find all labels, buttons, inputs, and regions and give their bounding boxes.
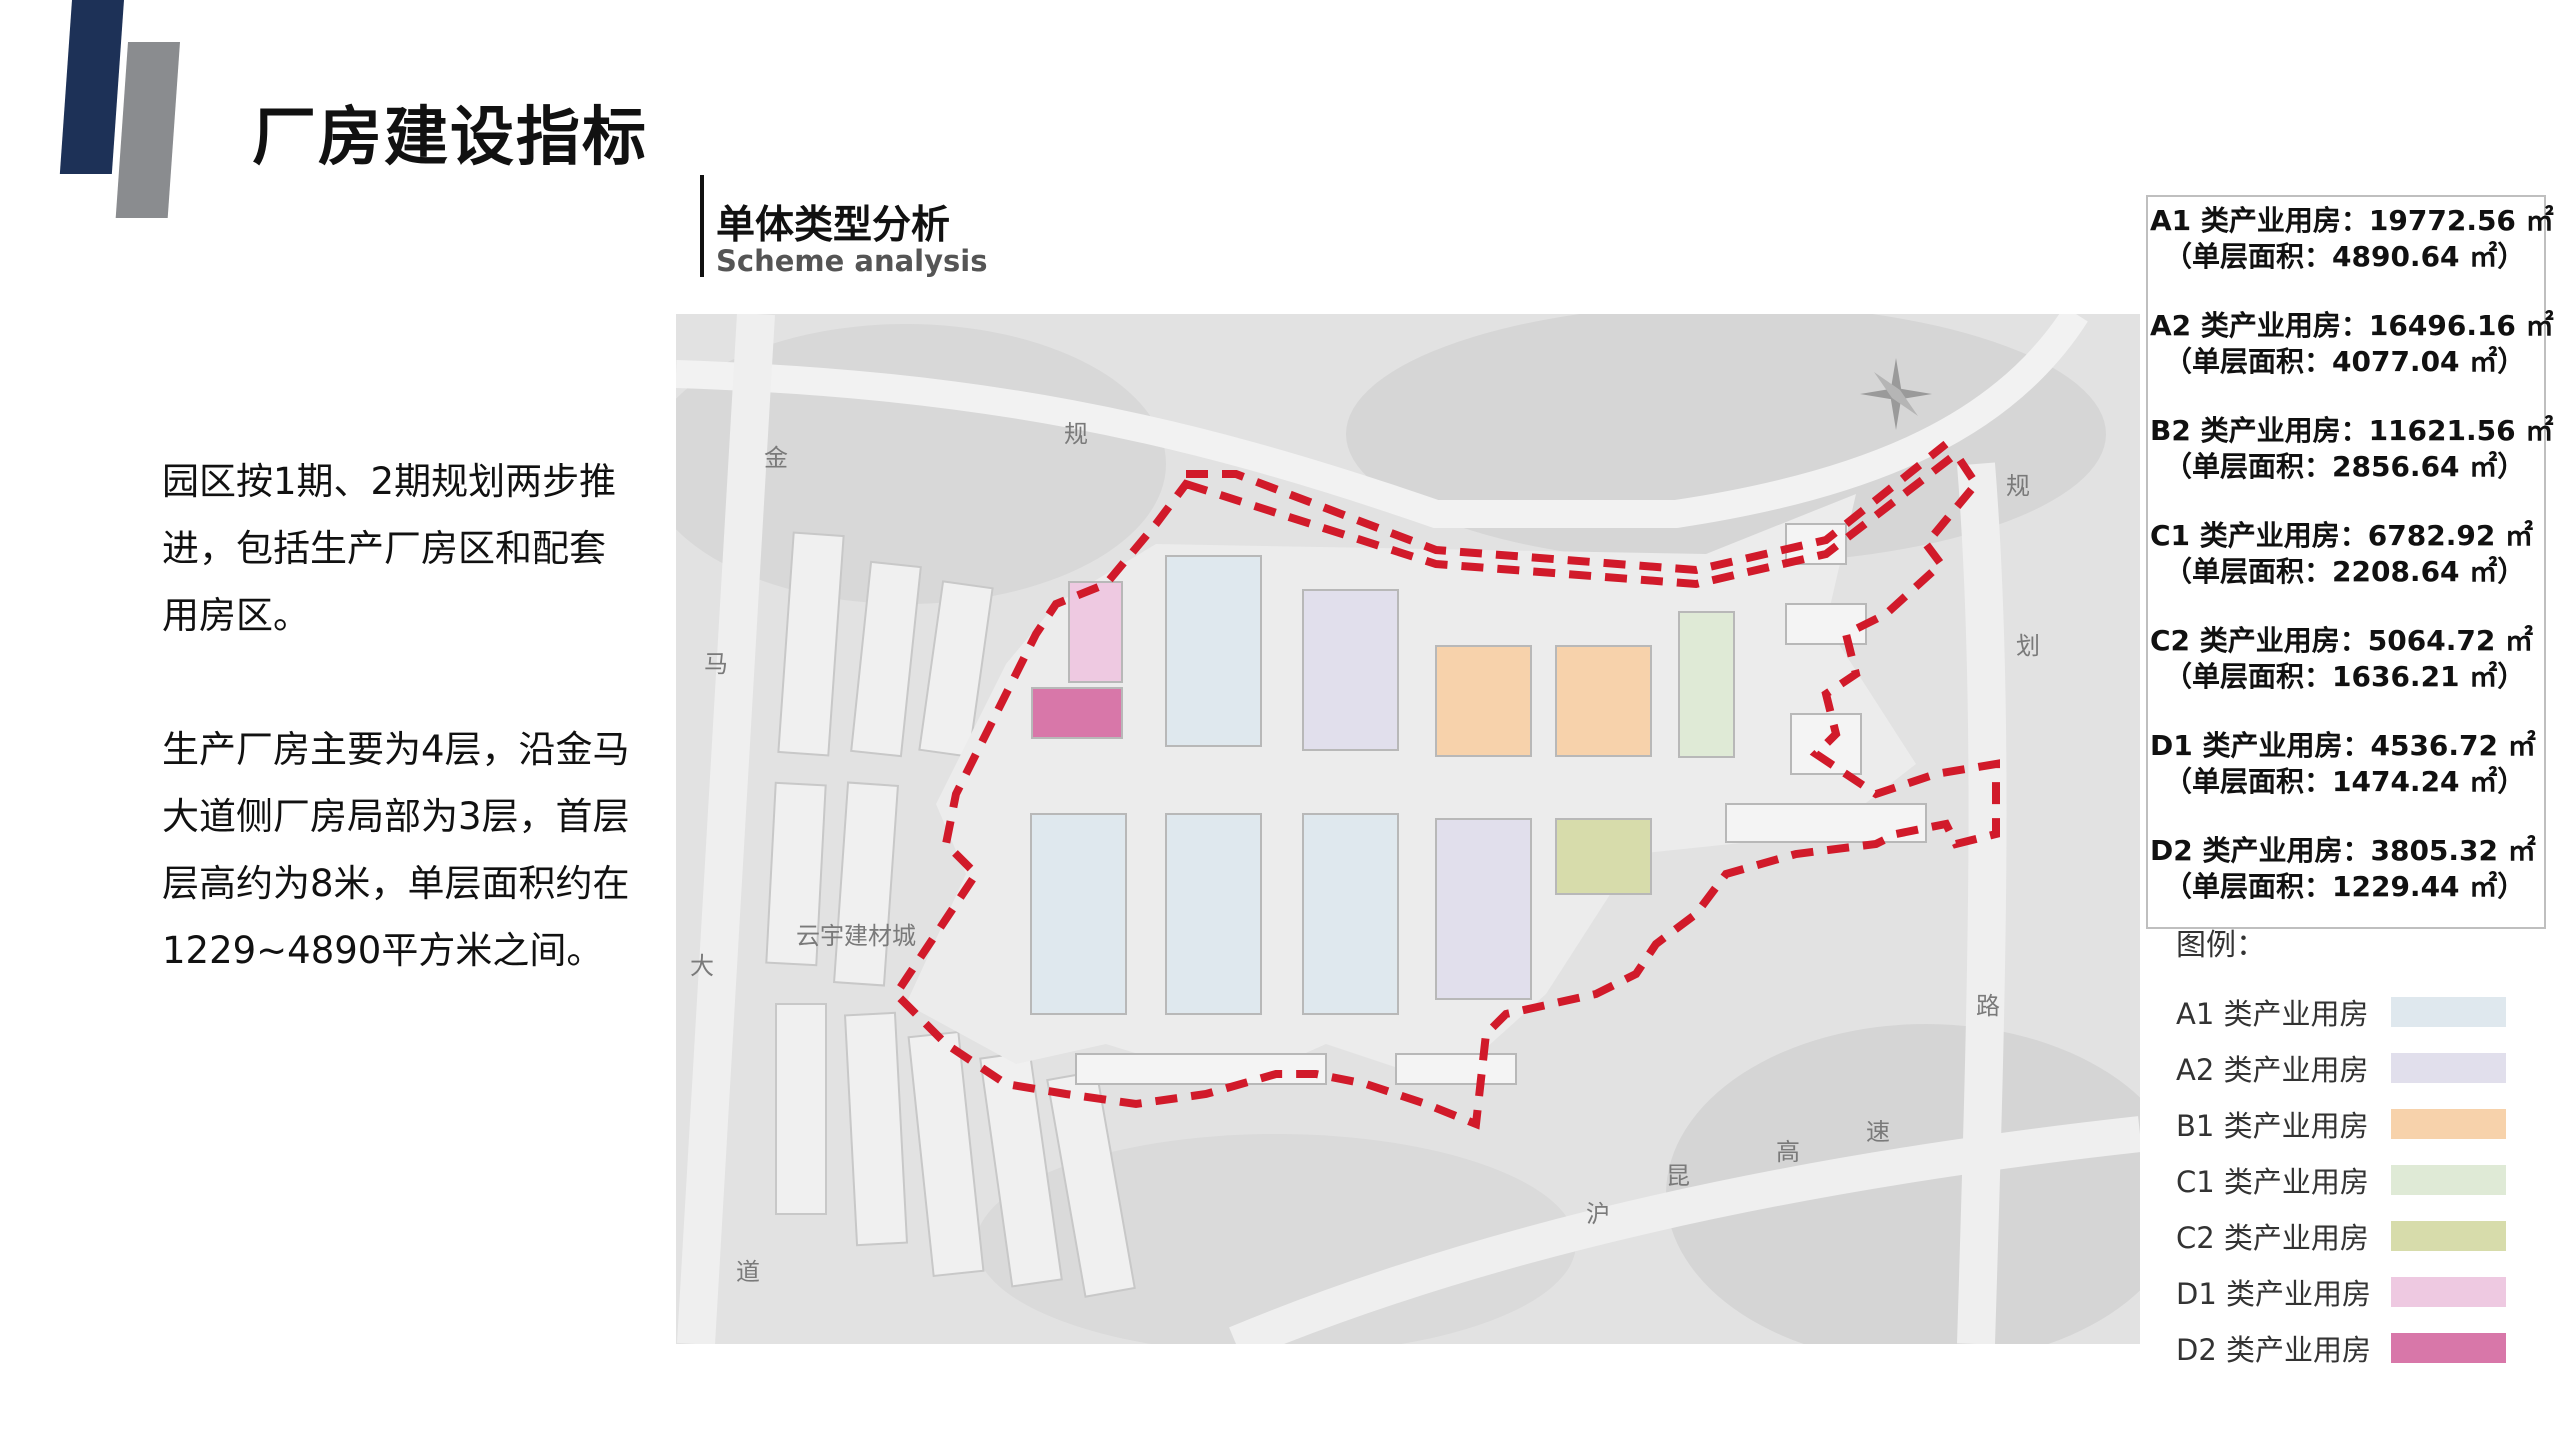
legend-swatch-a1	[2390, 997, 2506, 1027]
legend-item-a1: A1 类产业用房	[2176, 984, 2506, 1040]
legend-item-d1: D1 类产业用房	[2176, 1264, 2506, 1320]
section-subtitle: Scheme analysis	[716, 244, 988, 278]
map-label-da: 大	[690, 953, 714, 980]
stat-c2-floor: （单层面积：1636.21 ㎡）	[2164, 660, 2526, 693]
site-plan-map: 金 马 大 道 规 规 划 路 沪 昆 高 速 云宇建材城	[676, 314, 2140, 1344]
legend-title: 图例：	[2176, 928, 2266, 963]
stat-a2-total: A2 类产业用房：16496.16 ㎡	[2150, 309, 2554, 342]
section-title: 单体类型分析	[716, 203, 951, 248]
stat-d1-floor: （单层面积：1474.24 ㎡）	[2164, 765, 2526, 798]
map-label-kun: 昆	[1666, 1163, 1690, 1190]
stat-a1-floor: （单层面积：4890.64 ㎡）	[2164, 240, 2526, 273]
legend-item-d2: D2 类产业用房	[2176, 1320, 2506, 1376]
stat-a2-floor: （单层面积：4077.04 ㎡）	[2164, 345, 2526, 378]
stat-d1-total: D1 类产业用房：4536.72 ㎡	[2150, 729, 2536, 762]
legend-item-c1: C1 类产业用房	[2176, 1152, 2506, 1208]
stat-b2: B2 类产业用房：11621.56 ㎡ （单层面积：2856.64 ㎡）	[2150, 413, 2554, 485]
legend-swatch-a2	[2390, 1053, 2506, 1083]
legend-label-a1: A1 类产业用房	[2176, 997, 2369, 1031]
legend-label-d1: D1 类产业用房	[2176, 1277, 2371, 1311]
map-label-ma: 马	[704, 651, 728, 678]
map-label-jin: 金	[764, 445, 788, 472]
description-paragraph-1: 园区按1期、2期规划两步推进，包括生产厂房区和配套用房区。	[162, 460, 617, 637]
stat-c1: C1 类产业用房：6782.92 ㎡ （单层面积：2208.64 ㎡）	[2150, 518, 2544, 590]
map-label-hua: 划	[2016, 633, 2040, 660]
legend-label-d2: D2 类产业用房	[2176, 1333, 2371, 1367]
stat-b2-floor: （单层面积：2856.64 ㎡）	[2164, 450, 2526, 483]
map-label-su: 速	[1866, 1119, 1890, 1146]
stat-d2-floor: （单层面积：1229.44 ㎡）	[2164, 870, 2526, 903]
stat-b2-total: B2 类产业用房：11621.56 ㎡	[2150, 414, 2554, 447]
legend-swatch-c2	[2390, 1221, 2506, 1251]
stat-c1-floor: （单层面积：2208.64 ㎡）	[2164, 555, 2526, 588]
map-label-dao: 道	[736, 1259, 760, 1286]
section-divider	[700, 175, 704, 277]
legend-label-b1: B1 类产业用房	[2176, 1109, 2369, 1143]
legend-item-c2: C2 类产业用房	[2176, 1208, 2506, 1264]
map-label-gui-2: 规	[2006, 473, 2030, 500]
description-paragraph-2: 生产厂房主要为4层，沿金马大道侧厂房局部为3层，首层层高约为8米，单层面积约在1…	[162, 728, 630, 972]
decor-bar-blue	[59, 0, 124, 174]
map-legend: 图例： A1 类产业用房 A2 类产业用房 B1 类产业用房 C1 类产业用房 …	[2176, 920, 2506, 1376]
stat-d1: D1 类产业用房：4536.72 ㎡ （单层面积：1474.24 ㎡）	[2150, 728, 2544, 800]
map-label-gao: 高	[1776, 1139, 1800, 1166]
map-label-lu: 路	[1976, 993, 2000, 1020]
stat-a1-total: A1 类产业用房：19772.56 ㎡	[2150, 204, 2554, 237]
legend-label-a2: A2 类产业用房	[2176, 1053, 2369, 1087]
legend-label-c1: C1 类产业用房	[2176, 1165, 2369, 1199]
area-stats-box: A1 类产业用房：19772.56 ㎡ （单层面积：4890.64 ㎡） A2 …	[2146, 195, 2554, 929]
map-label-market: 云宇建材城	[796, 923, 916, 950]
stat-d2-total: D2 类产业用房：3805.32 ㎡	[2150, 834, 2536, 867]
legend-item-b1: B1 类产业用房	[2176, 1096, 2506, 1152]
legend-swatch-d2	[2390, 1333, 2506, 1363]
decor-bar-gray	[115, 42, 180, 218]
stat-a1: A1 类产业用房：19772.56 ㎡ （单层面积：4890.64 ㎡）	[2150, 203, 2554, 275]
map-label-gui-1: 规	[1064, 421, 1088, 448]
legend-item-a2: A2 类产业用房	[2176, 1040, 2506, 1096]
stat-c2: C2 类产业用房：5064.72 ㎡ （单层面积：1636.21 ㎡）	[2150, 623, 2544, 695]
page-title: 厂房建设指标	[252, 101, 648, 175]
stat-c1-total: C1 类产业用房：6782.92 ㎡	[2150, 519, 2534, 552]
stat-c2-total: C2 类产业用房：5064.72 ㎡	[2150, 624, 2534, 657]
legend-swatch-d1	[2390, 1277, 2506, 1307]
legend-label-c2: C2 类产业用房	[2176, 1221, 2369, 1255]
map-label-hu: 沪	[1586, 1201, 1610, 1228]
stat-a2: A2 类产业用房：16496.16 ㎡ （单层面积：4077.04 ㎡）	[2150, 308, 2554, 380]
legend-swatch-c1	[2390, 1165, 2506, 1195]
stat-d2: D2 类产业用房：3805.32 ㎡ （单层面积：1229.44 ㎡）	[2150, 833, 2544, 905]
legend-swatch-b1	[2390, 1109, 2506, 1139]
